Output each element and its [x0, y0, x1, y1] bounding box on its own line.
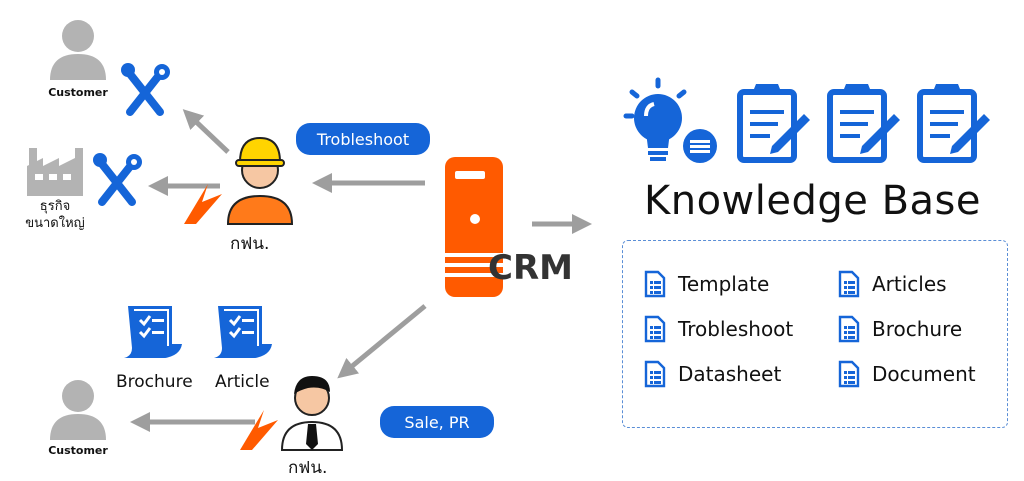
- customer-bottom-label: Customer: [48, 444, 108, 457]
- crm-label: CRM: [488, 248, 573, 288]
- document-icon: [838, 360, 860, 388]
- clipboard-pen-icon: [827, 84, 900, 163]
- factory-icon: [27, 148, 83, 196]
- staff-top-label: กฟน.: [230, 234, 270, 254]
- brochure-icon: [124, 306, 182, 358]
- article-icon: [214, 306, 272, 358]
- engineer-icon: [184, 136, 294, 225]
- kb-item-label: Template: [678, 272, 770, 296]
- kb-item-brochure: Brochure: [838, 315, 962, 343]
- kb-item-label: Document: [872, 362, 976, 386]
- kb-item-label: Brochure: [872, 317, 963, 341]
- arrow-staff-to-customer: [182, 109, 230, 154]
- kb-item-document: Document: [838, 360, 976, 388]
- kb-item-trobleshoot: Trobleshoot: [644, 315, 793, 343]
- arrow-crm-to-sales: [337, 304, 427, 379]
- kb-item-articles: Articles: [838, 270, 947, 298]
- customer-person-icon: [50, 20, 106, 80]
- kb-item-datasheet: Datasheet: [644, 360, 781, 388]
- knowledge-base-list: [622, 240, 1008, 428]
- document-icon: [644, 360, 666, 388]
- customer-top-label: Customer: [48, 86, 108, 99]
- lightbulb-icon: [623, 77, 717, 163]
- document-icon: [838, 315, 860, 343]
- sale-pr-pill: Sale, PR: [380, 406, 494, 438]
- kb-item-template: Template: [644, 270, 769, 298]
- knowledge-base-title: Knowledge Base: [644, 178, 981, 224]
- brochure-label: Brochure: [116, 372, 193, 392]
- tools-icon: [121, 63, 170, 116]
- kb-item-label: Datasheet: [678, 362, 782, 386]
- tools-icon: [93, 153, 142, 206]
- document-icon: [644, 315, 666, 343]
- clipboard-pen-icon: [917, 84, 990, 163]
- customer-person-icon: [50, 380, 106, 440]
- kb-item-label: Articles: [872, 272, 947, 296]
- crm-server-icon: [445, 157, 503, 297]
- staff-bottom-label: กฟน.: [288, 458, 328, 478]
- clipboard-pen-icon: [737, 84, 810, 163]
- salesman-icon: [240, 376, 344, 451]
- troubleshoot-pill: Trobleshoot: [296, 123, 430, 155]
- kb-item-label: Trobleshoot: [678, 317, 794, 341]
- document-icon: [838, 270, 860, 298]
- business-label: ธุรกิจ ขนาดใหญ่: [25, 199, 85, 231]
- article-label: Article: [215, 372, 270, 392]
- document-icon: [644, 270, 666, 298]
